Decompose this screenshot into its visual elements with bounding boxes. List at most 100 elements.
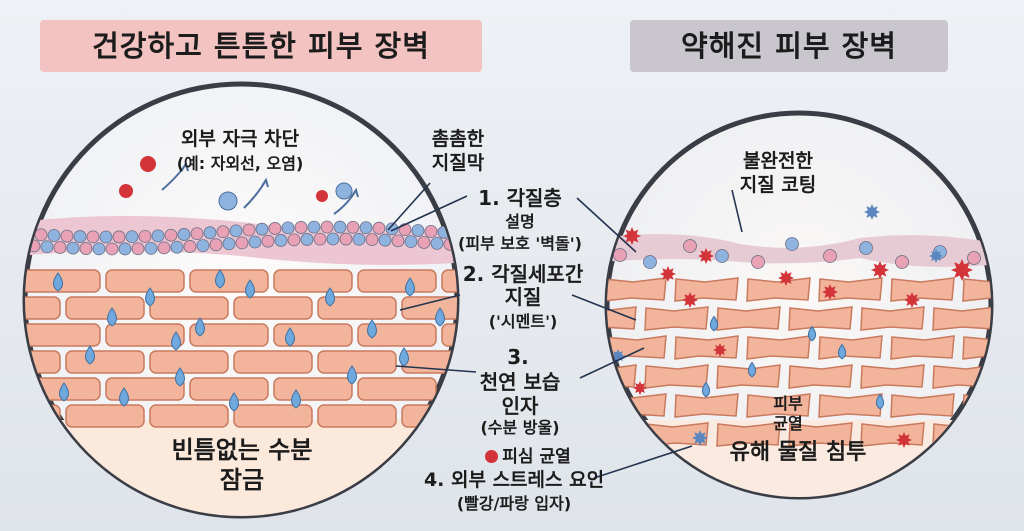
irritant-particle-icon — [778, 270, 794, 286]
irritant-particle-icon — [119, 184, 133, 198]
scarce-moisture-drops — [701, 315, 885, 410]
moisture-lock-label-2: 잠금 — [219, 466, 265, 494]
lipid-bead-icon — [430, 236, 444, 250]
external-block-label: 외부 자극 차단 — [180, 128, 300, 150]
lipid-bead-icon — [417, 236, 431, 249]
lipid-bead-icon — [138, 229, 152, 243]
lipid-bead-icon — [183, 240, 197, 253]
irritant-particle-icon — [904, 292, 920, 308]
cracks-label-2: 균열 — [773, 414, 803, 433]
lipid-bead-icon — [785, 237, 799, 251]
lipid-bead-icon — [333, 220, 347, 234]
water-drop-icon — [145, 287, 155, 307]
lipid-bead-icon — [209, 238, 223, 252]
damaged-barrier-title: 약해진 피부 장벽 — [630, 20, 948, 72]
item1-desc: (피부 보호 '벽돌') — [458, 234, 582, 253]
corneocyte-brick — [233, 404, 313, 428]
lipid-bead-icon — [287, 233, 301, 247]
water-drop-icon — [435, 307, 445, 327]
lipid-bead-icon — [346, 220, 360, 234]
lipid-bead-icon — [79, 242, 93, 255]
broken-corneocyte-brick — [890, 335, 955, 360]
corneocyte-brick — [105, 377, 185, 401]
lipid-bead-icon — [307, 220, 321, 234]
water-drop-icon — [747, 361, 757, 378]
corneocyte-brick — [65, 404, 145, 428]
lipid-bead-icon — [235, 236, 249, 250]
lipid-bead-icon — [170, 240, 184, 254]
lipid-bead-icon — [53, 241, 67, 254]
item4-desc: (빨강/파랑 입자) — [456, 494, 572, 513]
lipid-bead-icon — [274, 234, 288, 247]
broken-corneocyte-brick — [607, 306, 637, 331]
corneocyte-brick — [149, 404, 229, 428]
item3-sub2: 인자 — [501, 394, 539, 418]
corneocyte-brick — [25, 296, 61, 320]
lipid-bead-icon — [66, 241, 80, 255]
item4-title: 4. 외부 스트레스 요인 — [423, 469, 605, 491]
irritant-particle-icon — [871, 261, 889, 279]
corneocyte-brick — [357, 377, 437, 401]
lipid-bead-icon — [118, 242, 132, 256]
irritant-particle-icon — [822, 284, 838, 300]
lipid-film-beads — [25, 220, 457, 256]
lipid-bead-icon — [281, 221, 295, 235]
broken-corneocyte-brick — [716, 306, 781, 331]
lipid-bead-icon — [751, 255, 765, 269]
water-drop-icon — [119, 387, 129, 407]
water-drop-icon — [245, 279, 255, 299]
external-block-example: (예: 자외선, 오염) — [176, 154, 304, 173]
lipid-bead-icon — [34, 228, 48, 242]
lipid-bead-icon — [196, 239, 210, 253]
corneocyte-brick — [357, 323, 437, 347]
water-drop-icon — [325, 287, 335, 307]
item2-sub: 지질 — [504, 285, 542, 309]
broken-corneocyte-brick — [644, 306, 709, 331]
lipid-bead-icon — [365, 233, 379, 247]
lipid-bead-icon — [404, 235, 418, 249]
lipid-bead-icon — [144, 241, 158, 255]
water-drop-icon — [347, 365, 357, 385]
lipid-bead-icon — [229, 224, 243, 238]
lipid-bead-icon — [47, 229, 61, 242]
water-drop-icon — [807, 325, 817, 342]
penetration-label: 유해 물질 침투 — [729, 440, 867, 465]
water-drop-icon — [229, 392, 239, 412]
lipid-bead-icon — [242, 223, 256, 237]
broken-corneocyte-brick — [788, 306, 853, 331]
broken-corneocyte-brick — [890, 393, 955, 418]
water-drop-icon — [175, 367, 185, 387]
red-dot-icon — [485, 450, 499, 463]
item2-title: 2. 각질세포간 — [462, 262, 584, 286]
broken-corneocyte-brick — [962, 393, 991, 418]
corneocyte-brick — [149, 350, 229, 374]
lipid-bead-icon — [92, 242, 106, 256]
item1-title: 1. 각질층 — [478, 186, 562, 210]
lipid-bead-icon — [112, 230, 126, 244]
lipid-bead-icon — [715, 249, 729, 263]
irritant-particle-icon — [692, 430, 708, 446]
corneocyte-brick — [25, 350, 61, 374]
broken-corneocyte-brick — [746, 277, 811, 302]
broken-corneocyte-brick — [962, 277, 991, 302]
irritant-particle-icon — [660, 266, 676, 282]
broken-corneocyte-brick — [932, 364, 991, 389]
lipid-film-label-1: 촘촘한 — [431, 128, 485, 150]
corneocyte-brick — [233, 350, 313, 374]
lipid-bead-icon — [313, 232, 327, 246]
lipid-bead-icon — [255, 222, 269, 236]
lipid-bead-icon — [967, 251, 981, 265]
lipid-bead-icon — [359, 221, 373, 235]
water-drop-icon — [875, 393, 885, 410]
item3-sub1: 천연 보습 — [479, 370, 561, 394]
broken-corneocyte-brick — [674, 393, 739, 418]
lipid-film-label-2: 지질막 — [431, 152, 485, 174]
corneocyte-brick — [65, 296, 145, 320]
irritant-particle-icon — [633, 381, 647, 395]
corneocyte-brick — [317, 296, 397, 320]
broken-corneocyte-brick — [674, 277, 739, 302]
irritant-particle-icon — [140, 156, 156, 172]
lipid-bead-icon — [157, 241, 171, 255]
broken-corneocyte-brick — [716, 422, 781, 447]
